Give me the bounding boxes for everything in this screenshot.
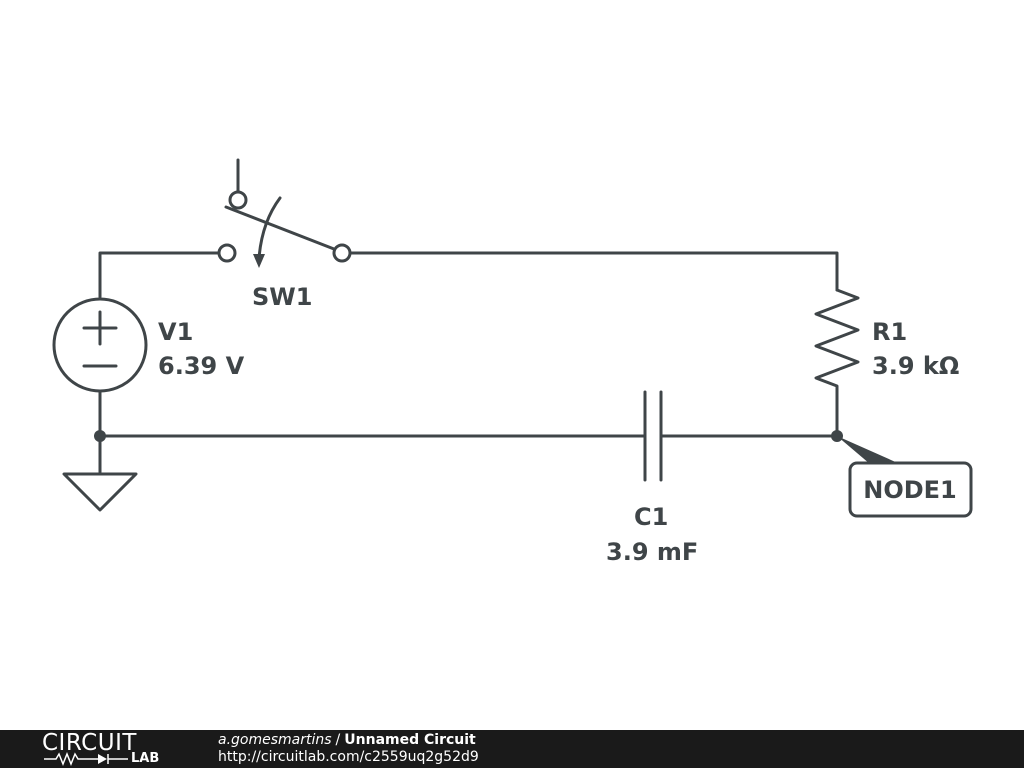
footer-bar: CIRCUIT LAB a.gomesmartins/Unnamed Circu… — [0, 730, 1024, 768]
node-label-node1 — [837, 436, 973, 518]
source-value: 6.39 V — [158, 352, 245, 380]
wire-top-right — [349, 251, 839, 292]
breadcrumb-separator: / — [335, 732, 341, 748]
resistor-value: 3.9 kΩ — [872, 352, 959, 380]
source-name: V1 — [158, 318, 193, 346]
circuit-title[interactable]: Unnamed Circuit — [344, 732, 476, 748]
logo-wordmark-circuit: CIRCUIT — [42, 730, 137, 756]
junction-dot-left — [94, 430, 106, 442]
node-label-text: NODE1 — [863, 476, 957, 504]
voltage-source-v1 — [52, 297, 148, 393]
resistor-r1 — [814, 288, 860, 438]
wire-top-left — [98, 251, 221, 299]
resistor-name: R1 — [872, 318, 907, 346]
capacitor-value: 3.9 mF — [606, 538, 698, 566]
circuitlab-logo[interactable]: CIRCUIT LAB — [42, 730, 177, 768]
ground-symbol — [62, 472, 138, 512]
author-link[interactable]: a.gomesmartins — [218, 732, 332, 748]
circuit-schematic: SW1 V1 6.39 V C1 3.9 mF R1 3.9 kΩ NODE1 — [52, 158, 973, 566]
switch-name: SW1 — [252, 283, 312, 311]
logo-wordmark-lab: LAB — [131, 751, 160, 766]
resistor-diode-icon — [44, 752, 128, 766]
switch-sw1 — [217, 158, 352, 268]
capacitor-c1 — [643, 390, 663, 482]
capacitor-name: C1 — [634, 503, 668, 531]
circuit-meta: a.gomesmartins/Unnamed Circuit http://ci… — [218, 732, 479, 766]
circuit-url[interactable]: http://circuitlab.com/c2559uq2g52d9 — [218, 749, 479, 765]
